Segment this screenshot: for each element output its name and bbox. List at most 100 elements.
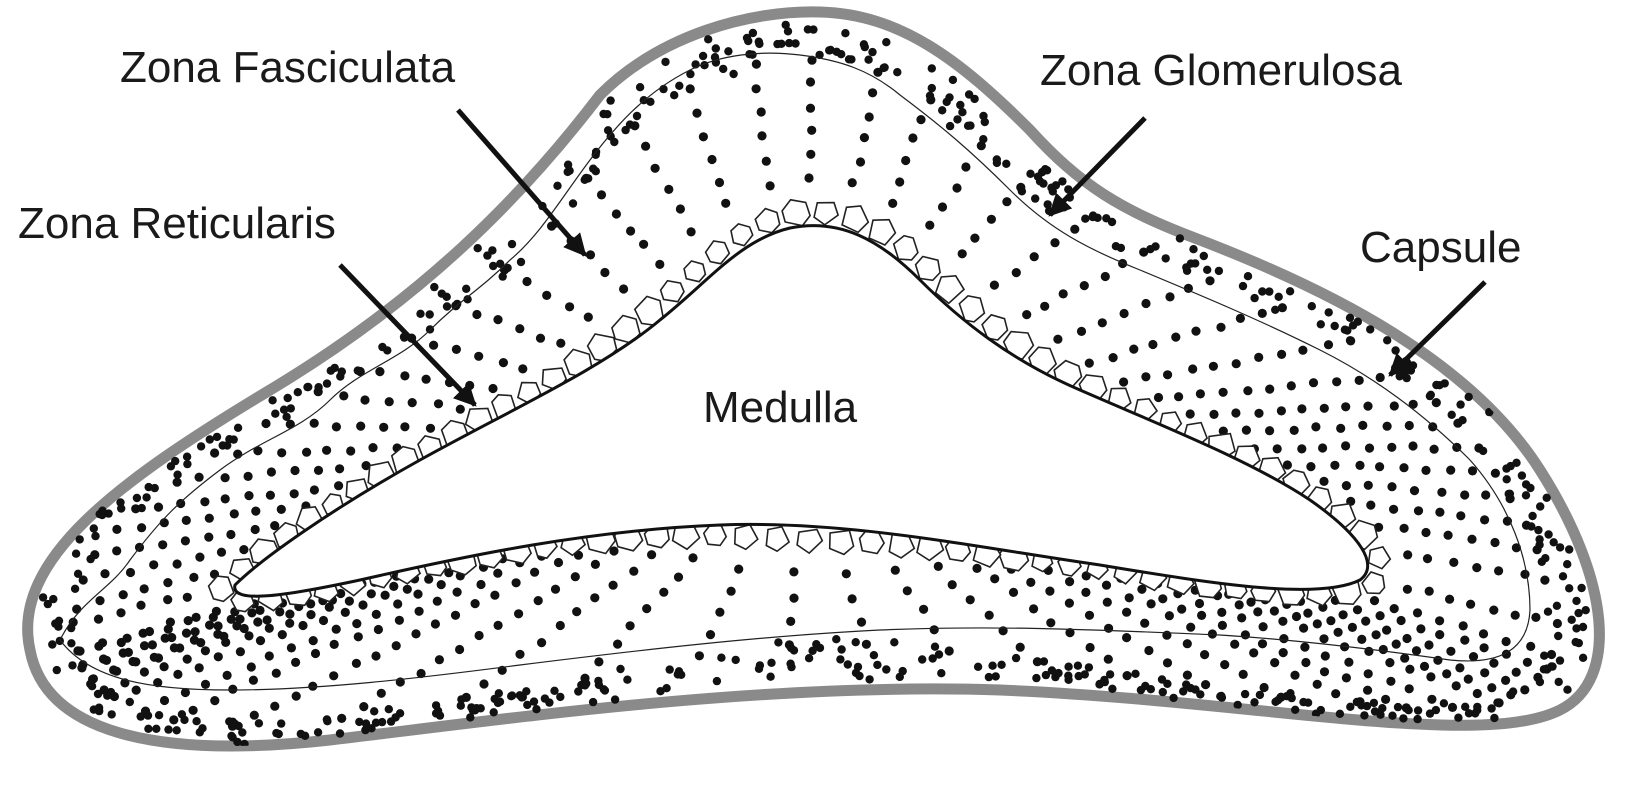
cortex-cell-dot (251, 507, 260, 516)
cortex-cell-dot (67, 639, 75, 647)
cortex-cell-dot (1480, 668, 1489, 677)
cortex-cell-dot (1162, 631, 1171, 640)
cortex-cell-dot (244, 472, 253, 481)
cortex-cell-dot (805, 654, 813, 662)
cortex-cell-dot (1572, 597, 1580, 605)
cortex-cell-dot (1234, 701, 1242, 709)
cortex-cell-dot (183, 655, 192, 664)
cortex-cell-dot (930, 625, 939, 634)
cortex-cell-dot (895, 177, 904, 186)
cortex-cell-dot (255, 719, 263, 727)
cortex-cell-dot (221, 494, 230, 503)
cortex-cell-dot (1456, 511, 1465, 520)
cortex-cell-dot (1392, 640, 1401, 649)
cortex-cell-dot (1357, 635, 1366, 644)
cortex-cell-dot (712, 44, 720, 52)
cortex-cell-dot (474, 352, 483, 361)
cortex-cell-dot (687, 227, 696, 236)
cortex-cell-dot (1536, 502, 1544, 510)
cortex-cell-dot (310, 485, 319, 494)
cortex-cell-dot (112, 525, 121, 534)
cortex-cell-dot (1536, 678, 1544, 686)
cortex-cell-dot (1331, 689, 1340, 698)
cortex-cell-dot (1397, 616, 1406, 625)
cortex-cell-dot (1467, 535, 1476, 544)
cortex-cell-dot (104, 509, 112, 517)
cortex-cell-dot (68, 661, 76, 669)
cortex-cell-dot (1464, 675, 1473, 684)
cortex-cell-dot (1259, 622, 1268, 631)
cortex-cell-dot (75, 647, 84, 656)
cortex-cell-dot (734, 565, 743, 574)
cortex-cell-dot (1165, 611, 1174, 620)
cortex-cell-dot (586, 250, 595, 259)
cortex-cell-dot (183, 593, 192, 602)
cortex-cell-dot (161, 634, 170, 643)
cortex-cell-dot (72, 605, 81, 614)
cortex-cell-dot (1376, 611, 1385, 620)
cortex-cell-dot (972, 564, 981, 573)
cortex-cell-dot (806, 77, 815, 86)
cortex-cell-dot (1277, 406, 1286, 415)
cortex-cell-dot (1421, 466, 1430, 475)
cortex-cell-dot (1427, 695, 1436, 704)
cortex-cell-dot (1256, 691, 1264, 699)
cortex-cell-dot (1279, 634, 1288, 643)
cortex-cell-dot (536, 334, 545, 343)
cortex-cell-dot (1426, 672, 1435, 681)
cortex-cell-dot (233, 450, 242, 459)
cortex-cell-dot (891, 566, 900, 575)
cortex-cell-dot (1563, 560, 1571, 568)
cortex-cell-dot (1085, 359, 1094, 368)
cortex-cell-dot (774, 638, 782, 646)
cortex-cell-dot (862, 640, 871, 649)
cortex-cell-dot (1448, 411, 1456, 419)
cortex-cell-dot (392, 641, 401, 650)
cortex-cell-dot (1390, 401, 1399, 410)
cortex-cell-dot (979, 135, 987, 143)
cortex-cell-dot (1357, 701, 1365, 709)
cortex-cell-dot (290, 489, 299, 498)
cortex-cell-dot (825, 46, 833, 54)
cortex-cell-dot (990, 574, 999, 583)
cortex-cell-dot (584, 174, 592, 182)
cortex-cell-dot (1237, 613, 1246, 622)
cortex-cell-dot (1031, 194, 1039, 202)
cortex-cell-dot (126, 698, 134, 706)
cortex-cell-dot (443, 302, 451, 310)
cortex-cell-dot (372, 610, 381, 619)
cortex-cell-dot (214, 652, 223, 661)
cortex-cell-dot (715, 178, 724, 187)
cortex-cell-dot (833, 48, 841, 56)
cortex-cell-dot (1458, 416, 1466, 424)
cortex-cell-dot (247, 608, 256, 617)
cortex-cell-dot (782, 21, 790, 29)
cortex-cell-dot (1047, 184, 1055, 192)
cortex-cell-dot (1341, 402, 1350, 411)
cortex-cell-dot (119, 590, 128, 599)
cortex-cell-dot (225, 717, 233, 725)
cortex-cell-dot (1169, 694, 1177, 702)
cortex-cell-dot (1511, 611, 1520, 620)
cortex-cell-dot (597, 190, 606, 199)
cortex-cell-dot (1437, 488, 1446, 497)
cortex-cell-dot (1414, 506, 1423, 515)
cortex-cell-dot (514, 609, 523, 618)
cortex-cell-dot (732, 656, 740, 664)
cortex-cell-dot (416, 310, 424, 318)
cortex-cell-dot (1433, 656, 1442, 665)
cortex-cell-dot (1331, 322, 1339, 330)
cortex-cell-dot (551, 585, 560, 594)
cortex-cell-dot (966, 121, 974, 129)
cortex-cell-dot (1522, 491, 1530, 499)
cortex-cell-dot (1540, 576, 1549, 585)
cortex-cell-dot (173, 670, 182, 679)
cortex-cell-dot (456, 405, 465, 414)
cortex-cell-dot (713, 677, 721, 685)
cortex-cell-dot (494, 699, 502, 707)
cortex-cell-dot (1179, 687, 1187, 695)
cortex-cell-dot (804, 25, 812, 33)
cortex-cell-dot (140, 641, 149, 650)
cortex-cell-dot (452, 345, 461, 354)
cortex-cell-dot (1383, 336, 1391, 344)
